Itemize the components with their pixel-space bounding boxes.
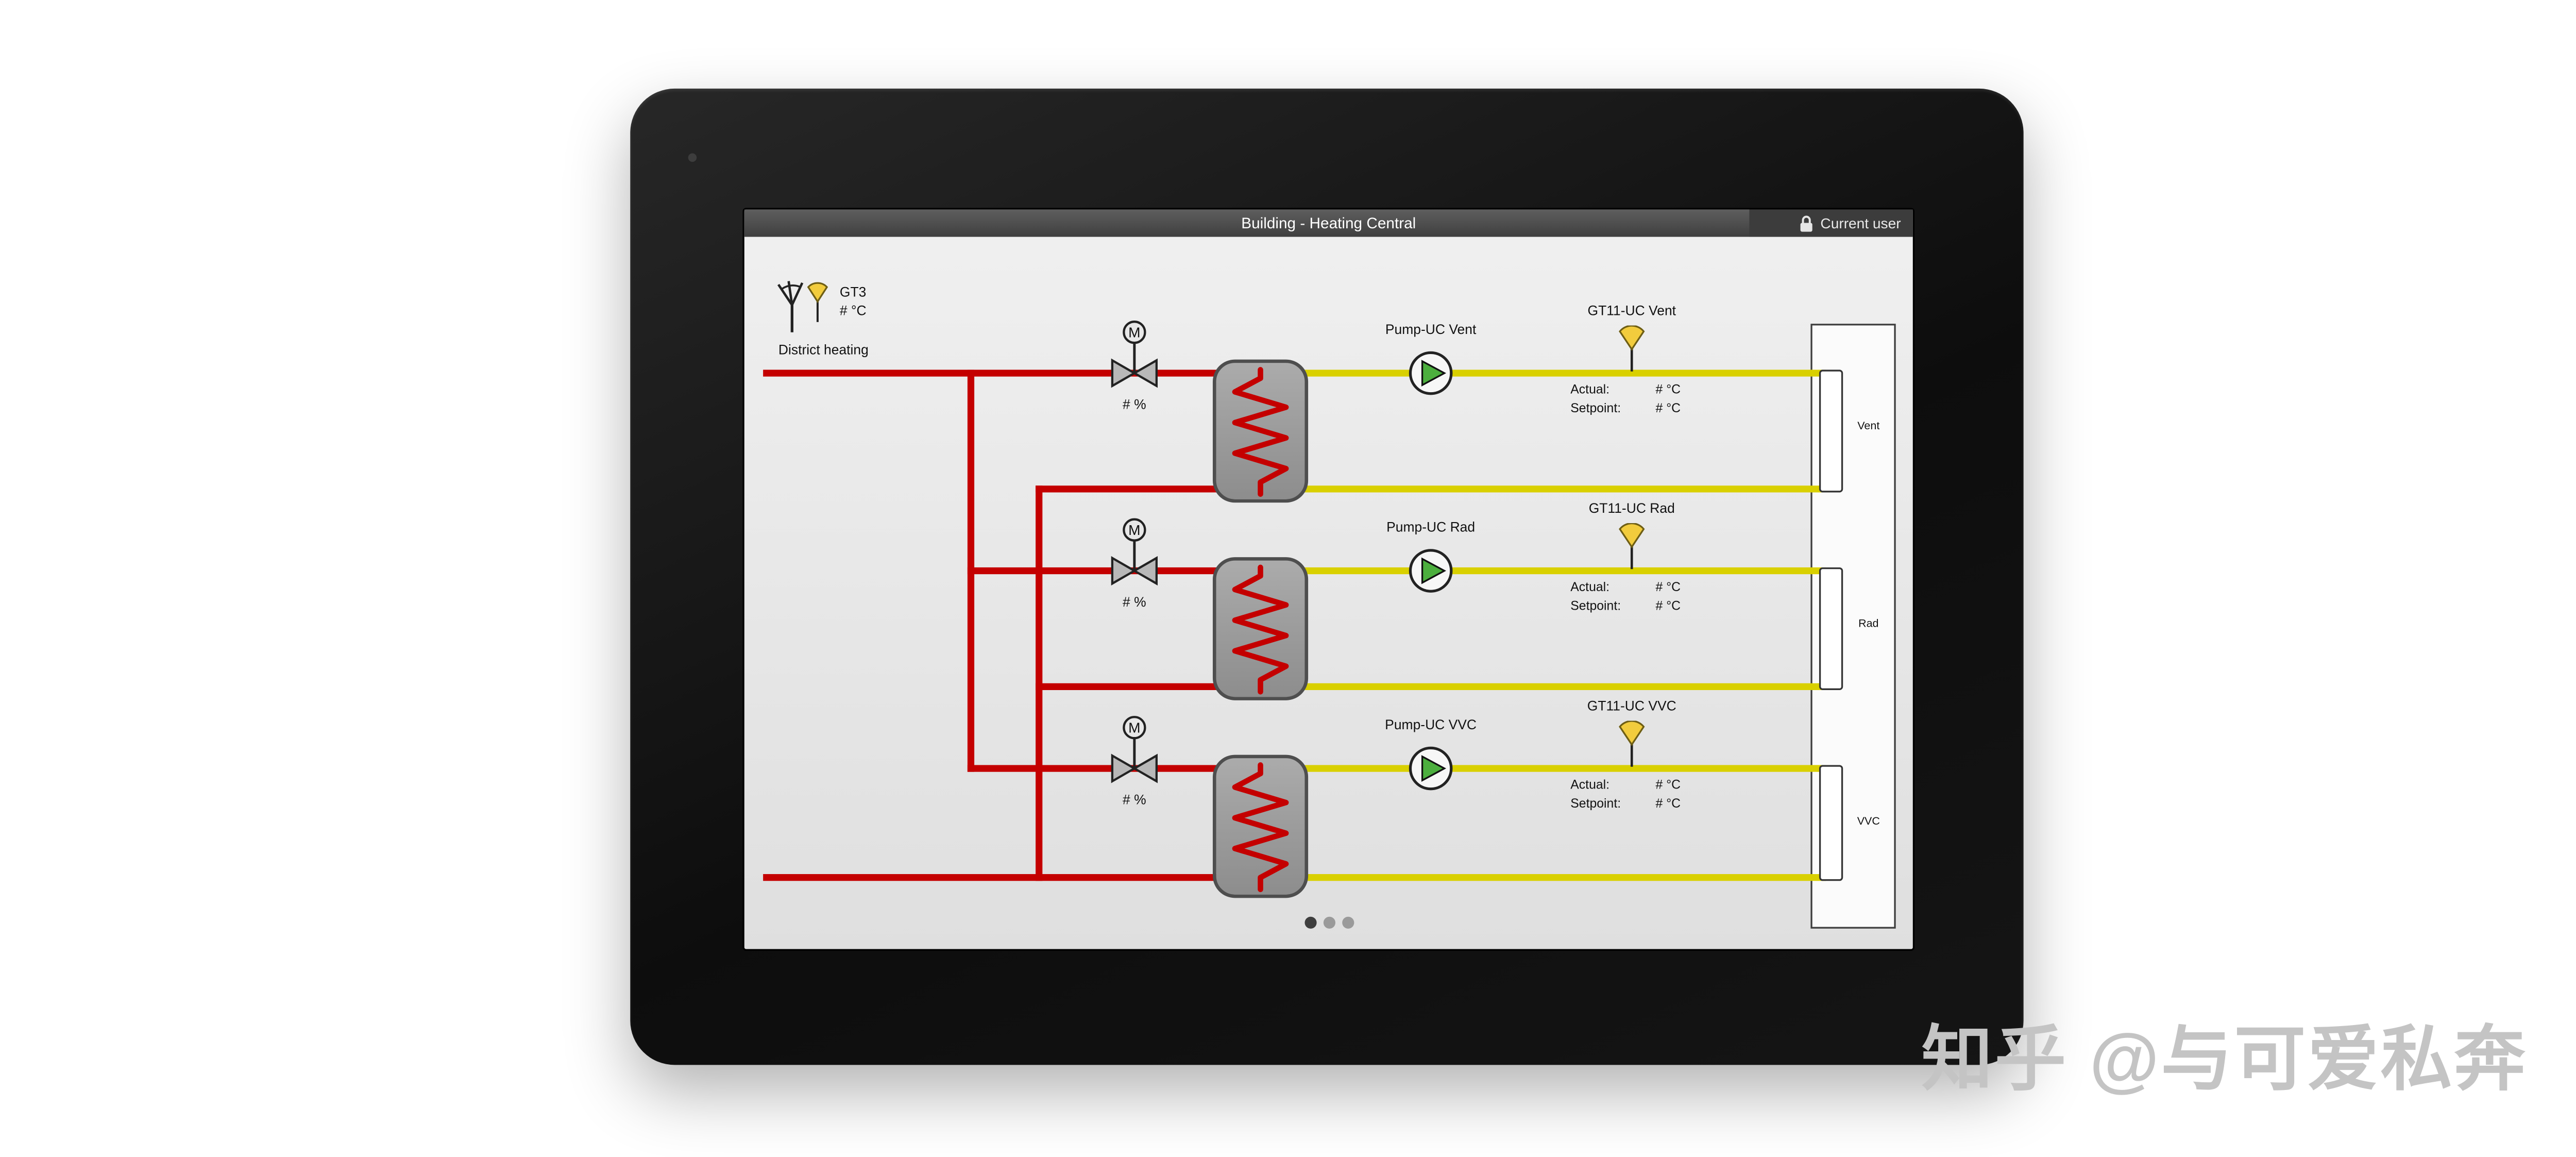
svg-text:M: M bbox=[1128, 325, 1140, 341]
actual-value: # °C bbox=[1655, 579, 1681, 595]
pump-label-rad: Pump-UC Rad bbox=[1386, 519, 1476, 535]
pagination-dot[interactable] bbox=[1342, 916, 1354, 929]
heat-exchanger-vvc bbox=[1212, 754, 1309, 898]
pipe-secondary-supply-vvc bbox=[1260, 765, 1826, 772]
actual-label: Actual: bbox=[1570, 381, 1610, 397]
temperature-values-vvc: Actual: # °C Setpoint: # °C bbox=[1570, 775, 1792, 813]
outdoor-sensor-value: # °C bbox=[839, 303, 867, 319]
load-label-vvc: VVC bbox=[1857, 816, 1880, 828]
actual-value: # °C bbox=[1655, 381, 1681, 397]
heat-exchanger-rad bbox=[1212, 557, 1309, 700]
pump-icon-vent[interactable] bbox=[1407, 349, 1455, 406]
valve-position-vvc: # % bbox=[1123, 792, 1146, 808]
motor-valve-icon-vent[interactable]: M bbox=[1109, 318, 1160, 406]
district-heating-label: District heating bbox=[778, 342, 869, 358]
motor-valve-icon-vvc[interactable]: M bbox=[1109, 714, 1160, 801]
actual-label: Actual: bbox=[1570, 777, 1610, 793]
actual-label: Actual: bbox=[1570, 579, 1610, 595]
setpoint-label: Setpoint: bbox=[1570, 400, 1621, 416]
pagination-dot[interactable] bbox=[1304, 916, 1317, 929]
page-title: Building - Heating Central bbox=[1241, 214, 1416, 232]
pipe-secondary-supply-vent bbox=[1260, 370, 1826, 377]
pipe-supply-main bbox=[763, 370, 1261, 377]
hmi-screen: Building - Heating Central Current user bbox=[744, 209, 1913, 949]
pipe-secondary-return-vent bbox=[1260, 485, 1826, 493]
radiator-symbol-vvc bbox=[1819, 765, 1843, 881]
valve-position-rad: # % bbox=[1123, 594, 1146, 610]
heat-exchanger-vent bbox=[1212, 359, 1309, 503]
pump-label-vent: Pump-UC Vent bbox=[1385, 322, 1477, 338]
radiator-symbol-rad bbox=[1819, 567, 1843, 690]
setpoint-value[interactable]: # °C bbox=[1655, 795, 1681, 811]
setpoint-label: Setpoint: bbox=[1570, 598, 1621, 614]
sensor-label-vent: GT11-UC Vent bbox=[1587, 303, 1676, 319]
page-indicator bbox=[1304, 916, 1354, 929]
valve-position-vent: # % bbox=[1123, 397, 1146, 413]
lock-icon bbox=[1800, 214, 1812, 231]
temperature-values-rad: Actual: # °C Setpoint: # °C bbox=[1570, 578, 1792, 615]
temperature-sensor-icon-vvc bbox=[1615, 720, 1649, 777]
titlebar: Building - Heating Central Current user bbox=[744, 209, 1913, 237]
pipe-return-main bbox=[763, 874, 1261, 881]
watermark-text: 知乎 @与可爱私奔 bbox=[1921, 1019, 2528, 1099]
pump-icon-rad[interactable] bbox=[1407, 547, 1455, 603]
coil-icon bbox=[1232, 367, 1289, 497]
svg-text:M: M bbox=[1128, 720, 1140, 736]
setpoint-label: Setpoint: bbox=[1570, 795, 1621, 811]
coil-icon bbox=[1232, 564, 1289, 695]
pagination-dot[interactable] bbox=[1323, 916, 1335, 929]
coil-icon bbox=[1232, 762, 1289, 893]
current-user-label: Current user bbox=[1820, 214, 1901, 232]
actual-value: # °C bbox=[1655, 777, 1681, 793]
load-label-vent: Vent bbox=[1857, 421, 1880, 433]
temperature-values-vent: Actual: # °C Setpoint: # °C bbox=[1570, 380, 1792, 417]
pipe-secondary-supply-rad bbox=[1260, 567, 1826, 575]
temperature-sensor-icon-vent bbox=[1615, 325, 1649, 381]
temperature-sensor-icon-rad bbox=[1615, 522, 1649, 579]
process-diagram: GT3 # °C District heating bbox=[744, 237, 1913, 949]
current-user-button[interactable]: Current user bbox=[1749, 209, 1913, 237]
outdoor-sensor-tag: GT3 bbox=[839, 284, 867, 300]
load-label-rad: Rad bbox=[1858, 618, 1879, 631]
sensor-label-rad: GT11-UC Rad bbox=[1588, 500, 1675, 516]
pipe-return-row1 bbox=[1036, 485, 1261, 493]
pump-label-vvc: Pump-UC VVC bbox=[1385, 717, 1477, 733]
front-camera-dot bbox=[688, 153, 697, 162]
pump-icon-vvc[interactable] bbox=[1407, 745, 1455, 801]
pipe-secondary-return-rad bbox=[1260, 683, 1826, 690]
pipe-return-row2 bbox=[1036, 683, 1261, 690]
outdoor-sensor-icon bbox=[775, 278, 836, 348]
svg-text:M: M bbox=[1128, 522, 1140, 538]
sensor-label-vvc: GT11-UC VVC bbox=[1587, 698, 1676, 714]
setpoint-value[interactable]: # °C bbox=[1655, 400, 1681, 416]
motor-valve-icon-rad[interactable]: M bbox=[1109, 516, 1160, 603]
radiator-symbol-vent bbox=[1819, 370, 1843, 493]
pipe-secondary-return-vvc bbox=[1260, 874, 1826, 881]
setpoint-value[interactable]: # °C bbox=[1655, 598, 1681, 614]
